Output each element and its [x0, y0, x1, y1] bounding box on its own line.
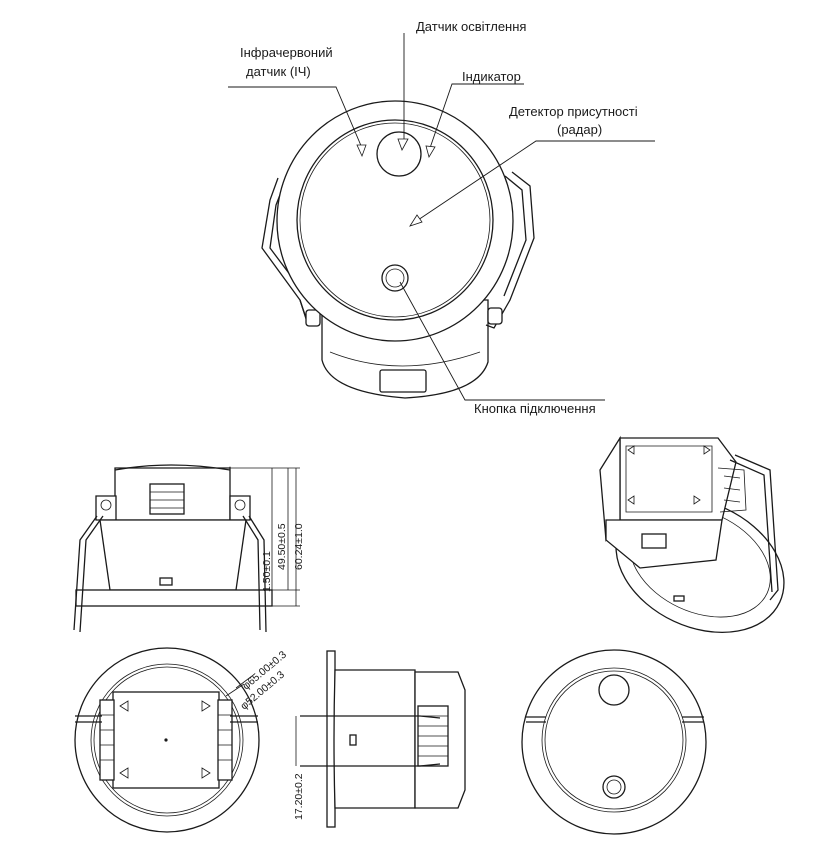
front-face-view [521, 649, 707, 835]
dim-height-total: 60.24±1.0 [293, 523, 305, 570]
rear-isometric-view [599, 435, 785, 634]
light-sensor-window [376, 131, 422, 177]
label-ir-sensor-2: датчик (ІЧ) [246, 64, 311, 79]
main-isometric-view [261, 100, 535, 399]
label-presence-detector-1: Детектор присутності [509, 104, 638, 119]
label-light-sensor: Датчик освітлення [416, 19, 526, 34]
side-profile-view [295, 650, 466, 828]
side-elevation-view [73, 464, 300, 633]
label-ir-sensor-1: Інфрачервоний [240, 45, 333, 60]
dim-height-small: 1.50±0.1 [261, 551, 273, 592]
rear-plan-view [74, 647, 260, 833]
callout-leaders [228, 33, 655, 401]
dim-height-body: 49.50±0.5 [276, 523, 288, 570]
label-presence-detector-2: (радар) [557, 122, 602, 137]
label-indicator: Індикатор [462, 69, 521, 84]
label-connect-button: Кнопка підключення [474, 401, 596, 416]
dim-flange-height: 17.20±0.2 [293, 773, 305, 820]
